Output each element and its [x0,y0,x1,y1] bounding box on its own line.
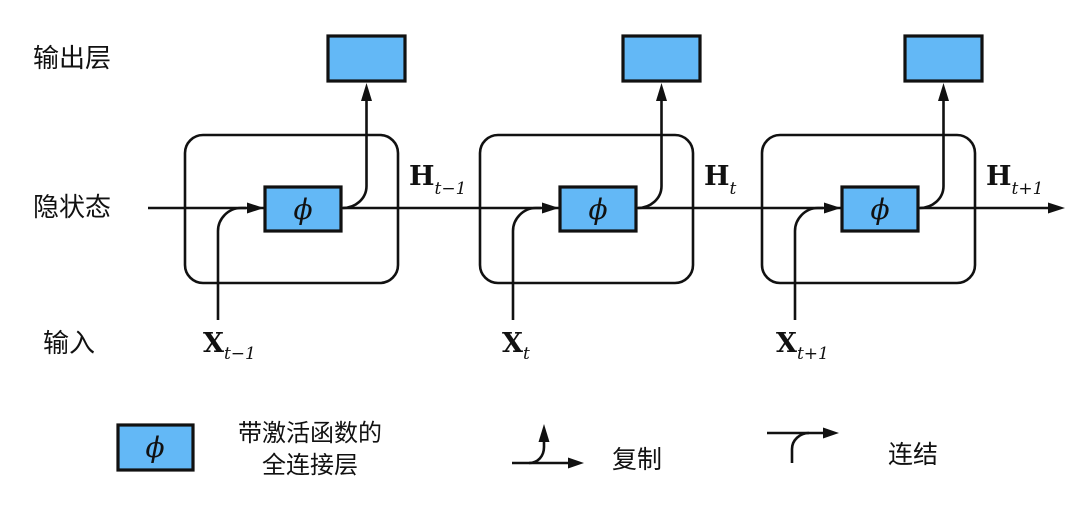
copy-branch-connector [637,100,663,210]
legend-concat-symbol-icon [767,427,839,463]
copy-branch-connector [342,100,368,210]
legend-phi-box [116,423,195,472]
input-concat-connector [793,206,823,320]
arrowhead-up-to-output [361,83,372,101]
legend-fc-label-line2: 全连接层 [262,451,358,479]
rnn-unit-t: ϕ Ht Xt [478,34,737,364]
phi-symbol: ϕ [870,193,889,226]
input-label: Xt+1 [776,328,829,364]
legend-concat-label: 连结 [888,440,938,469]
copy-branch-curve [528,441,546,465]
input-label: Xt−1 [203,328,256,364]
rnn-unit-t-minus-1: ϕ Ht−1 Xt−1 [183,34,466,364]
row-labels: 输出层 隐状态 输入 [33,44,111,359]
concat-join-curve [790,431,810,463]
arrowhead-up-to-output [656,83,667,101]
row-label-input: 输入 [43,329,95,359]
phi-fc-box [840,185,920,233]
copy-arrowhead-right [568,457,584,469]
arrowhead-into-phi [824,202,841,214]
legend-copy-label: 复制 [612,445,662,474]
output-layer-box [903,34,984,83]
arrowhead-into-phi [247,202,264,214]
output-layer-box [326,34,407,83]
hidden-state-label: Ht−1 [409,161,466,199]
phi-fc-box [558,185,638,233]
rnn-cell-container [760,133,977,285]
legend-copy-symbol-icon [512,424,584,469]
copy-arrowhead-up [538,424,550,442]
input-concat-connector [511,206,541,320]
legend: ϕ 带激活函数的 全连接层 复制 连结 [116,419,938,479]
hidden-state-label: Ht [704,161,737,199]
hidden-state-label: Ht+1 [986,161,1043,199]
arrowhead-right-end [1048,202,1065,214]
output-layer-box [621,34,702,83]
legend-fc-label-line1: 带激活函数的 [238,419,382,447]
rnn-unit-t-plus-1: ϕ Ht+1 Xt+1 [760,34,1043,364]
arrowhead-into-phi [542,202,559,214]
input-label: Xt [502,328,530,364]
concat-arrowhead-right [823,427,839,439]
row-label-hidden-state: 隐状态 [33,193,111,223]
arrowhead-up-to-output [938,83,949,101]
row-label-output-layer: 输出层 [33,44,111,74]
phi-symbol: ϕ [293,193,312,226]
copy-branch-connector [919,100,945,210]
input-concat-connector [216,206,246,320]
phi-symbol: ϕ [588,193,607,226]
rnn-cell-container [478,133,695,285]
rnn-cell-container [183,133,400,285]
phi-fc-box [263,185,343,233]
legend-phi-symbol: ϕ [145,431,164,464]
